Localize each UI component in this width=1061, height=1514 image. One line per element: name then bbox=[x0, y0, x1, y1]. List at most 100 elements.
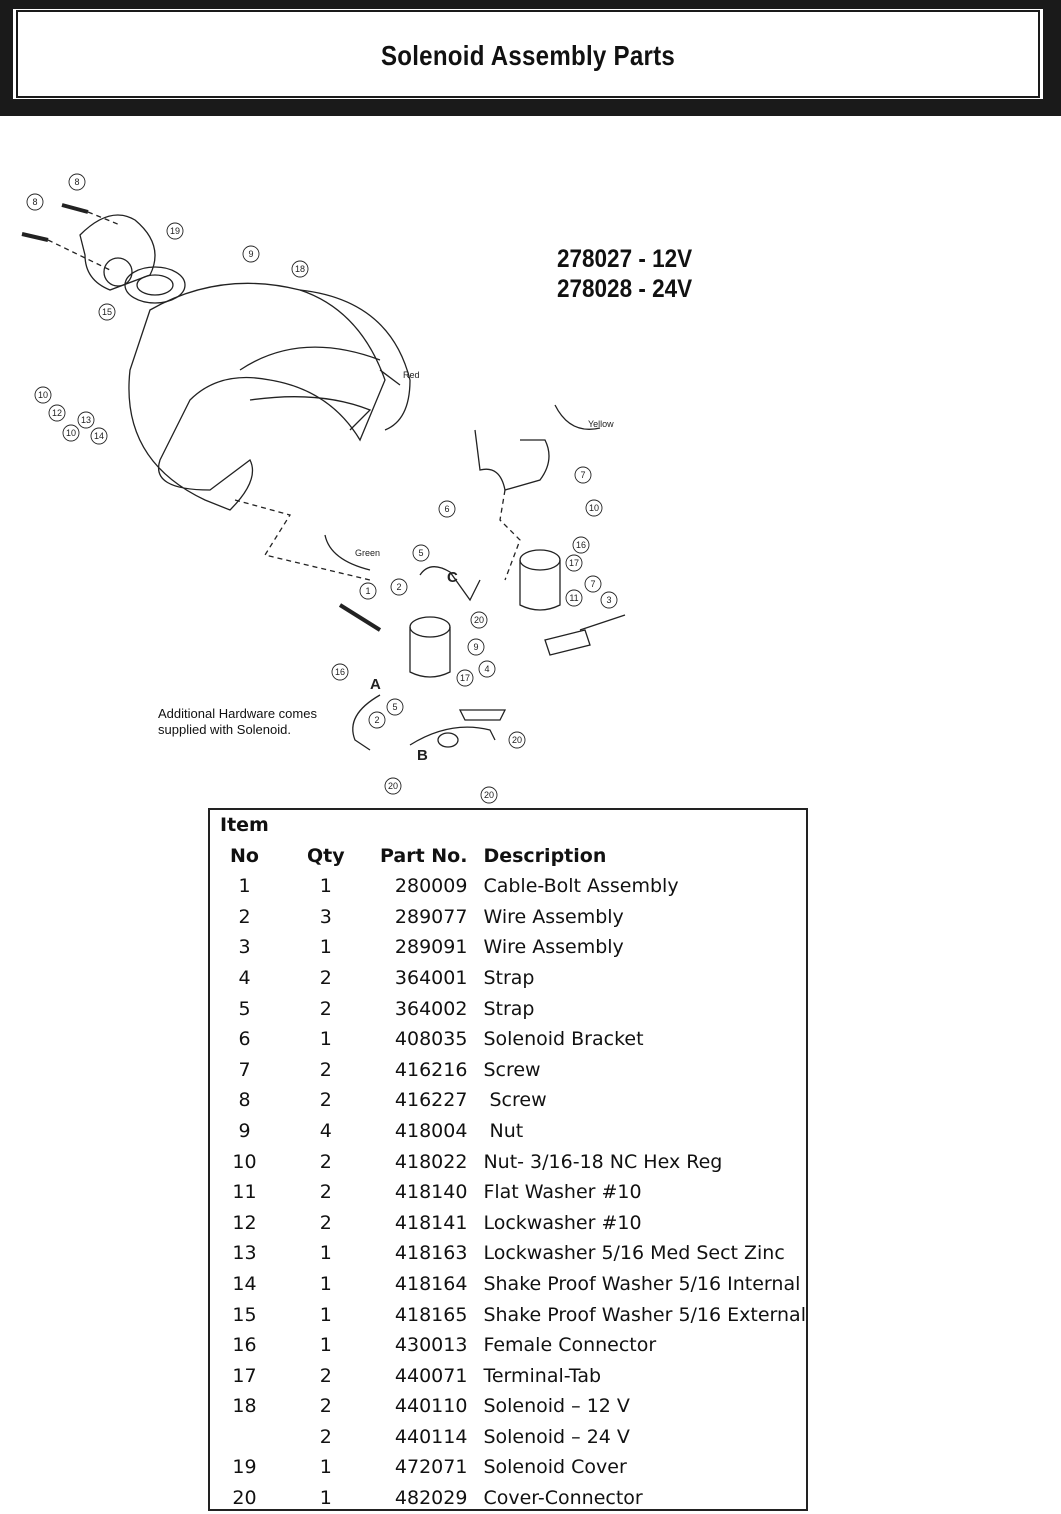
svg-text:18: 18 bbox=[295, 264, 305, 274]
cell-qty: 1 bbox=[319, 1272, 332, 1295]
svg-text:1: 1 bbox=[365, 586, 370, 596]
svg-text:7: 7 bbox=[590, 579, 595, 589]
table-header-row: No Qty Part No. Description bbox=[210, 841, 806, 872]
cell-no: 7 bbox=[238, 1058, 251, 1081]
cell-part-no: 418164 bbox=[394, 1272, 468, 1295]
svg-text:11: 11 bbox=[569, 593, 578, 603]
svg-text:7: 7 bbox=[580, 470, 585, 480]
callout-7a: 7 bbox=[574, 466, 592, 484]
cell-no: 1 bbox=[238, 875, 251, 898]
cell-part-no: 364001 bbox=[394, 966, 468, 989]
col-header-qty: Qty bbox=[307, 844, 345, 867]
cell-no: 14 bbox=[232, 1272, 257, 1295]
cell-qty: 1 bbox=[319, 1242, 332, 1265]
callout-20d: 20 bbox=[480, 786, 498, 804]
svg-text:10: 10 bbox=[589, 503, 599, 513]
svg-text:2: 2 bbox=[396, 582, 401, 592]
cell-qty: 2 bbox=[319, 1395, 332, 1418]
cell-description: Lockwasher 5/16 Med Sect Zinc bbox=[483, 1242, 785, 1265]
cell-no: 13 bbox=[232, 1242, 257, 1265]
cell-description: Screw bbox=[483, 1058, 541, 1081]
svg-text:17: 17 bbox=[460, 673, 470, 683]
cell-description: Screw bbox=[483, 1089, 547, 1112]
cell-part-no: 289077 bbox=[394, 905, 468, 928]
svg-text:10: 10 bbox=[66, 428, 76, 438]
callouts: 8 8 19 9 18 15 10 12 13 10 14 7 10 6 16 … bbox=[26, 173, 618, 804]
cell-part-no: 418004 bbox=[394, 1119, 468, 1142]
cell-qty: 1 bbox=[319, 1028, 332, 1051]
cell-part-no: 416227 bbox=[394, 1089, 468, 1112]
cell-description: Flat Washer #10 bbox=[483, 1181, 642, 1204]
callout-10b: 10 bbox=[62, 424, 80, 442]
callout-18: 18 bbox=[291, 260, 309, 278]
col-header-no: No bbox=[230, 844, 259, 867]
callout-13: 13 bbox=[77, 411, 95, 429]
cell-part-no: 418163 bbox=[394, 1242, 468, 1265]
svg-text:19: 19 bbox=[170, 226, 180, 236]
callout-19: 19 bbox=[166, 222, 184, 240]
callout-8a: 8 bbox=[68, 173, 86, 191]
callout-3: 3 bbox=[600, 591, 618, 609]
wire-label-red: Red bbox=[403, 370, 420, 380]
cell-description: Cable-Bolt Assembly bbox=[483, 875, 679, 898]
cell-description: Female Connector bbox=[483, 1334, 657, 1357]
callout-17a: 17 bbox=[565, 554, 583, 572]
callout-11: 11 bbox=[565, 589, 583, 607]
cell-no: 9 bbox=[238, 1119, 251, 1142]
cell-description: Terminal-Tab bbox=[483, 1364, 602, 1387]
page-title: Solenoid Assembly Parts bbox=[380, 40, 676, 71]
cell-description: Cover-Connector bbox=[483, 1487, 643, 1510]
cell-qty: 2 bbox=[319, 1150, 332, 1173]
cell-qty: 2 bbox=[319, 1058, 332, 1081]
cell-part-no: 430013 bbox=[394, 1334, 468, 1357]
cell-qty: 3 bbox=[319, 905, 332, 928]
callout-20a: 20 bbox=[470, 611, 488, 629]
callout-20b: 20 bbox=[508, 731, 526, 749]
svg-text:8: 8 bbox=[32, 197, 37, 207]
cell-description: Strap bbox=[483, 966, 535, 989]
svg-text:16: 16 bbox=[335, 667, 345, 677]
letter-c: C bbox=[447, 569, 458, 586]
table-header-item-row: Item bbox=[210, 810, 806, 841]
cell-part-no: 440114 bbox=[394, 1425, 468, 1448]
cell-qty: 1 bbox=[319, 936, 332, 959]
cell-no: 10 bbox=[232, 1150, 257, 1173]
cell-part-no: 418141 bbox=[394, 1211, 468, 1234]
col-header-desc: Description bbox=[483, 844, 607, 867]
cell-no: 15 bbox=[232, 1303, 257, 1326]
callout-5b: 5 bbox=[386, 698, 404, 716]
cell-part-no: 472071 bbox=[394, 1456, 468, 1479]
callout-16b: 16 bbox=[331, 663, 349, 681]
callout-1: 1 bbox=[359, 582, 377, 600]
cell-part-no: 364002 bbox=[394, 997, 468, 1020]
cell-qty: 2 bbox=[319, 1364, 332, 1387]
wire-label-green: Green bbox=[355, 548, 380, 558]
svg-text:14: 14 bbox=[94, 431, 104, 441]
svg-text:5: 5 bbox=[418, 548, 423, 558]
svg-text:6: 6 bbox=[444, 504, 449, 514]
cell-qty: 2 bbox=[319, 1425, 332, 1448]
cell-qty: 1 bbox=[319, 1456, 332, 1479]
cell-part-no: 418140 bbox=[394, 1181, 468, 1204]
cell-description: Wire Assembly bbox=[483, 905, 624, 928]
cell-no: 2 bbox=[238, 905, 251, 928]
cell-no: 11 bbox=[232, 1181, 257, 1204]
cell-part-no: 280009 bbox=[394, 875, 468, 898]
svg-text:5: 5 bbox=[392, 702, 397, 712]
svg-text:2: 2 bbox=[374, 715, 379, 725]
cell-no: 8 bbox=[238, 1089, 251, 1112]
cell-qty: 1 bbox=[319, 1303, 332, 1326]
hardware-note-line-2: supplied with Solenoid. bbox=[158, 722, 291, 737]
svg-text:16: 16 bbox=[576, 540, 586, 550]
svg-text:4: 4 bbox=[484, 664, 489, 674]
